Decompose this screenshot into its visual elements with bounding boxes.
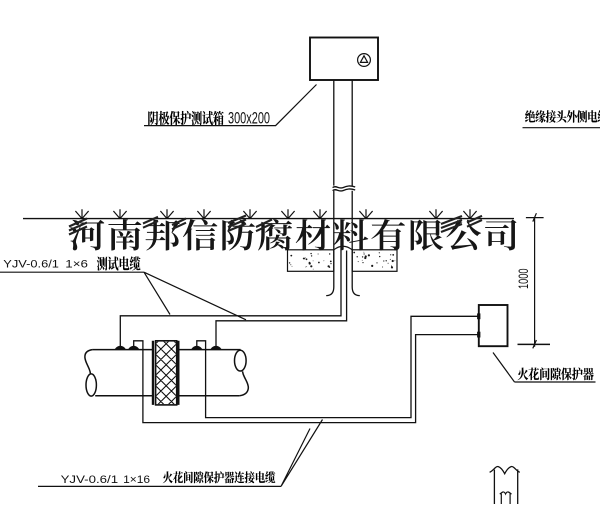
svg-text:1×16: 1×16 — [123, 474, 150, 486]
svg-text:300x200: 300x200 — [228, 110, 270, 128]
svg-text:YJV-0.6/1: YJV-0.6/1 — [3, 258, 59, 270]
svg-text:YJV-0.6/1: YJV-0.6/1 — [61, 474, 119, 486]
svg-text:1×6: 1×6 — [65, 258, 88, 270]
svg-text:1000: 1000 — [515, 268, 531, 289]
